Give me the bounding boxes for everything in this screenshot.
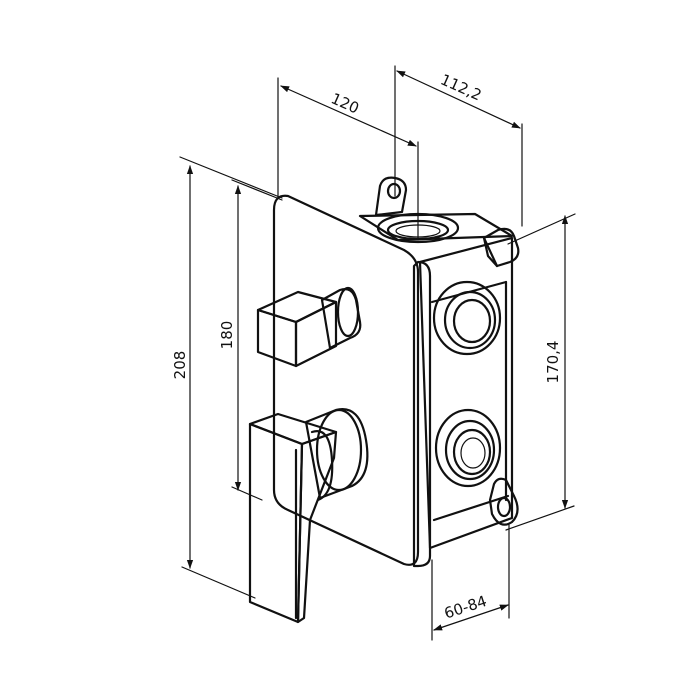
mounting-lug-top-left — [374, 176, 408, 217]
label-mounting-depth: 60-84 — [442, 592, 489, 623]
label-plate-height: 180 — [218, 321, 236, 350]
dimension-lines — [179, 65, 576, 641]
dim-line-body-depth — [396, 70, 521, 129]
label-plate-width: 120 — [328, 89, 361, 117]
diverter-knob — [256, 286, 362, 368]
mixer-handle — [248, 408, 369, 624]
label-total-height: 208 — [171, 351, 189, 380]
valve-body-box — [358, 212, 514, 550]
mounting-lug-top-right — [482, 227, 520, 268]
dim-line-plate-width — [280, 85, 417, 147]
dimension-labels: 208 180 120 112,2 170,4 60-84 — [171, 70, 562, 622]
mounting-lug-bottom-right — [488, 477, 519, 526]
label-body-height: 170,4 — [544, 341, 562, 384]
label-body-depth: 112,2 — [438, 70, 485, 104]
top-inlet-port — [376, 212, 460, 244]
upper-side-port — [432, 280, 502, 356]
lower-side-port — [434, 408, 502, 488]
dim-line-mounting-depth — [433, 604, 509, 631]
cover-plate — [272, 194, 432, 568]
